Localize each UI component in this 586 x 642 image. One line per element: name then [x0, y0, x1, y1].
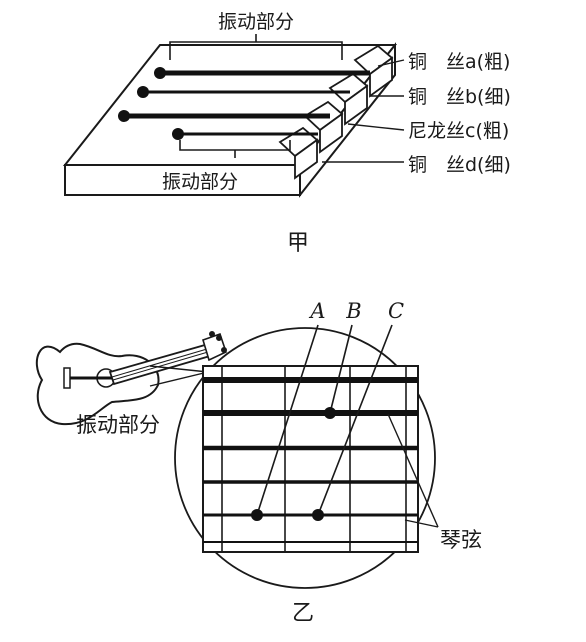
peg-d [172, 128, 184, 140]
figure-b-string-label: 琴弦 [440, 528, 482, 552]
figure-a-bottom-label: 振动部分 [162, 171, 238, 193]
label-leaders [322, 59, 405, 163]
guitar-strings [203, 377, 418, 543]
pegs [118, 67, 184, 140]
peg-a [154, 67, 166, 79]
press-point-b [324, 407, 336, 419]
pointer-b-line [329, 324, 353, 414]
press-point-c [312, 509, 324, 521]
label-string-c: 尼龙丝c(粗) [408, 120, 509, 142]
label-string-d: 铜 丝d(细) [408, 154, 511, 176]
figure-a-top-label: 振动部分 [218, 11, 294, 33]
figure-b-vibrating-label: 振动部分 [76, 413, 160, 437]
magnifier-circle [174, 327, 436, 589]
pointer-b-label: B [345, 299, 361, 323]
press-points [251, 407, 336, 521]
figure-a [62, 34, 405, 198]
peg-b [137, 86, 149, 98]
figure-a-caption: 甲 [287, 231, 309, 256]
peg-c [118, 110, 130, 122]
label-string-a: 铜 丝a(粗) [408, 51, 510, 73]
strings [124, 70, 370, 136]
pointers [256, 324, 393, 516]
fretboard [202, 365, 419, 553]
pointer-a-label: A [308, 299, 325, 323]
guitar-body [35, 342, 160, 426]
pointer-c-label: C [388, 299, 404, 323]
label-string-b: 铜 丝b(细) [408, 86, 511, 108]
press-point-a [251, 509, 263, 521]
pointer-c-line [317, 324, 393, 516]
pointer-a-line [256, 324, 319, 516]
figure-b [35, 324, 439, 589]
figure-b-caption: 乙 [292, 601, 314, 626]
